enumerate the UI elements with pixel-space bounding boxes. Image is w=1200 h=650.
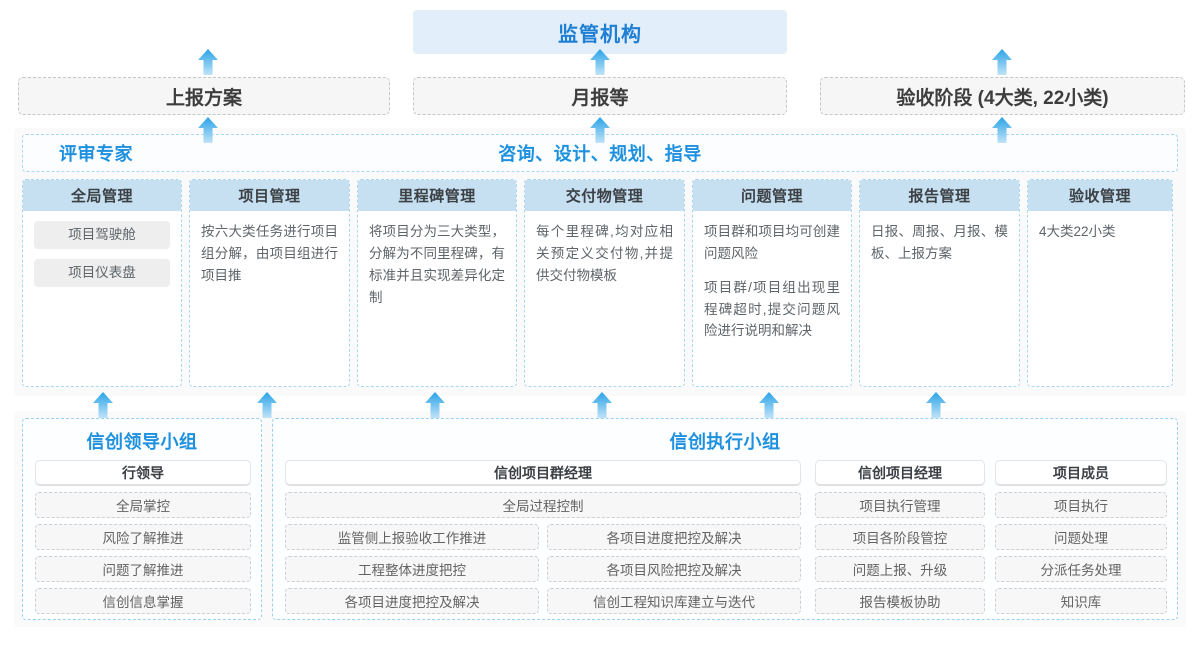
label-review-experts: 评审专家 bbox=[59, 144, 133, 164]
role-duty-item[interactable]: 项目各阶段管控 bbox=[815, 524, 985, 550]
arrow-up-to-col-3-icon bbox=[591, 392, 613, 418]
regulator-box: 监管机构 bbox=[413, 10, 787, 54]
arrow-up-to-col-4-icon bbox=[758, 392, 780, 418]
capability-paragraph: 项目群和项目均可创建问题风险 bbox=[704, 224, 840, 261]
capability-column-header: 交付物管理 bbox=[525, 180, 684, 211]
capability-column-body: 项目群和项目均可创建问题风险项目群/项目组出现里程碑超时,提交问题风险进行说明和… bbox=[693, 211, 851, 350]
role-duty-item[interactable]: 项目执行 bbox=[995, 492, 1167, 518]
leadership-group-panel: 信创领导小组 行领导全局掌控风险了解推进问题了解推进信创信息掌握 bbox=[22, 418, 262, 620]
role-duty-item[interactable]: 知识库 bbox=[995, 588, 1167, 614]
arrow-up-to-reports-b-icon bbox=[589, 117, 611, 143]
arrow-up-to-report-2-icon bbox=[991, 49, 1013, 75]
role-duty-item[interactable]: 问题处理 bbox=[995, 524, 1167, 550]
capability-column-header: 验收管理 bbox=[1028, 180, 1172, 211]
middle-band: 评审专家 咨询、设计、规划、指导 全局管理项目驾驶舱项目仪表盘项目管理按六大类任… bbox=[14, 128, 1186, 396]
role-duty-item[interactable]: 监管侧上报验收工作推进 bbox=[285, 524, 539, 550]
capability-paragraph: 项目群/项目组出现里程碑超时,提交问题风险进行说明和解决 bbox=[704, 279, 840, 339]
capability-paragraph: 将项目分为三大类型，分解为不同里程碑，有标准并且实现差异化定制 bbox=[369, 224, 505, 305]
arrow-up-to-col-2-icon bbox=[424, 392, 446, 418]
capability-column-body: 按六大类任务进行项目组分解，由项目组进行项目推 bbox=[190, 211, 349, 295]
arrow-up-to-reports-a-icon bbox=[197, 117, 219, 143]
execution-group-title: 信创执行小组 bbox=[669, 432, 781, 452]
role-duty-row: 各项目进度把控及解决信创工程知识库建立与迭代 bbox=[285, 582, 801, 614]
capability-pill[interactable]: 项目仪表盘 bbox=[34, 259, 170, 287]
role-duty-item[interactable]: 各项目进度把控及解决 bbox=[285, 588, 539, 614]
capability-paragraph: 按六大类任务进行项目组分解，由项目组进行项目推 bbox=[201, 224, 338, 283]
project-member-column: 项目成员项目执行问题处理分派任务处理知识库 bbox=[995, 460, 1167, 614]
execution-group-panel: 信创执行小组 信创项目群经理全局过程控制监管侧上报验收工作推进各项目进度把控及解… bbox=[272, 418, 1178, 620]
capability-column-body: 每个里程碑,均对应相关预定义交付物,并提供交付物模板 bbox=[525, 211, 684, 295]
role-duty-item[interactable]: 项目执行管理 bbox=[815, 492, 985, 518]
leadership-group-title: 信创领导小组 bbox=[86, 432, 198, 452]
role-duty-item[interactable]: 分派任务处理 bbox=[995, 556, 1167, 582]
capability-paragraph: 4大类22小类 bbox=[1039, 224, 1116, 239]
capability-column-body: 项目驾驶舱项目仪表盘 bbox=[23, 211, 181, 305]
capability-pill[interactable]: 项目驾驶舱 bbox=[34, 221, 170, 249]
capability-column-body: 将项目分为三大类型，分解为不同里程碑，有标准并且实现差异化定制 bbox=[358, 211, 516, 316]
role-header[interactable]: 信创项目群经理 bbox=[285, 460, 801, 486]
capability-column-body: 4大类22小类 bbox=[1028, 211, 1172, 251]
arrow-up-to-reports-c-icon bbox=[991, 117, 1013, 143]
role-duty-item[interactable]: 信创工程知识库建立与迭代 bbox=[547, 588, 801, 614]
role-duty-item[interactable]: 问题上报、升级 bbox=[815, 556, 985, 582]
project-manager-column: 信创项目经理项目执行管理项目各阶段管控问题上报、升级报告模板协助 bbox=[815, 460, 985, 614]
role-duty-item[interactable]: 风险了解推进 bbox=[35, 524, 251, 550]
role-duty-item[interactable]: 工程整体进度把控 bbox=[285, 556, 539, 582]
report-box-monthly: 月报等 bbox=[413, 77, 787, 115]
role-duty-item[interactable]: 全局掌控 bbox=[35, 492, 251, 518]
arrow-up-to-report-0-icon bbox=[197, 49, 219, 75]
capability-column-header: 里程碑管理 bbox=[358, 180, 516, 211]
report-box-acceptance: 验收阶段 (4大类, 22小类) bbox=[820, 77, 1185, 115]
role-duty-item[interactable]: 信创信息掌握 bbox=[35, 588, 251, 614]
capability-column[interactable]: 项目管理按六大类任务进行项目组分解，由项目组进行项目推 bbox=[189, 179, 350, 387]
capability-paragraph: 每个里程碑,均对应相关预定义交付物,并提供交付物模板 bbox=[536, 224, 673, 283]
label-consult-design-plan-guide: 咨询、设计、规划、指导 bbox=[498, 144, 702, 164]
capability-column[interactable]: 全局管理项目驾驶舱项目仪表盘 bbox=[22, 179, 182, 387]
role-duty-item[interactable]: 全局过程控制 bbox=[285, 492, 801, 518]
arrow-up-to-report-1-icon bbox=[589, 49, 611, 75]
arrow-up-to-col-5-icon bbox=[925, 392, 947, 418]
capability-column-header: 问题管理 bbox=[693, 180, 851, 211]
leadership-role-column: 行领导全局掌控风险了解推进问题了解推进信创信息掌握 bbox=[35, 460, 251, 614]
role-duty-row: 监管侧上报验收工作推进各项目进度把控及解决 bbox=[285, 518, 801, 550]
capability-column[interactable]: 里程碑管理将项目分为三大类型，分解为不同里程碑，有标准并且实现差异化定制 bbox=[357, 179, 517, 387]
role-duty-item[interactable]: 各项目进度把控及解决 bbox=[547, 524, 801, 550]
role-duty-item[interactable]: 问题了解推进 bbox=[35, 556, 251, 582]
role-header[interactable]: 项目成员 bbox=[995, 460, 1167, 486]
role-duty-row: 工程整体进度把控各项目风险把控及解决 bbox=[285, 550, 801, 582]
capability-column-header: 项目管理 bbox=[190, 180, 349, 211]
capability-column-body: 日报、周报、月报、模板、上报方案 bbox=[860, 211, 1019, 273]
capability-column-header: 全局管理 bbox=[23, 180, 181, 211]
capability-column-header: 报告管理 bbox=[860, 180, 1019, 211]
capability-column[interactable]: 问题管理项目群和项目均可创建问题风险项目群/项目组出现里程碑超时,提交问题风险进… bbox=[692, 179, 852, 387]
program-manager-column: 信创项目群经理全局过程控制监管侧上报验收工作推进各项目进度把控及解决工程整体进度… bbox=[285, 460, 801, 614]
role-header[interactable]: 信创项目经理 bbox=[815, 460, 985, 486]
arrow-up-to-col-1-icon bbox=[256, 392, 278, 418]
role-duty-item[interactable]: 各项目风险把控及解决 bbox=[547, 556, 801, 582]
capability-column[interactable]: 验收管理 4大类22小类 bbox=[1027, 179, 1173, 387]
role-duty-item[interactable]: 报告模板协助 bbox=[815, 588, 985, 614]
capability-column[interactable]: 交付物管理每个里程碑,均对应相关预定义交付物,并提供交付物模板 bbox=[524, 179, 685, 387]
role-header[interactable]: 行领导 bbox=[35, 460, 251, 486]
arrow-up-to-col-0-icon bbox=[92, 392, 114, 418]
bottom-band: 信创领导小组 行领导全局掌控风险了解推进问题了解推进信创信息掌握 信创执行小组 … bbox=[14, 411, 1186, 627]
report-box-submission: 上报方案 bbox=[18, 77, 390, 115]
capability-column[interactable]: 报告管理日报、周报、月报、模板、上报方案 bbox=[859, 179, 1020, 387]
capability-paragraph: 日报、周报、月报、模板、上报方案 bbox=[871, 224, 1008, 261]
